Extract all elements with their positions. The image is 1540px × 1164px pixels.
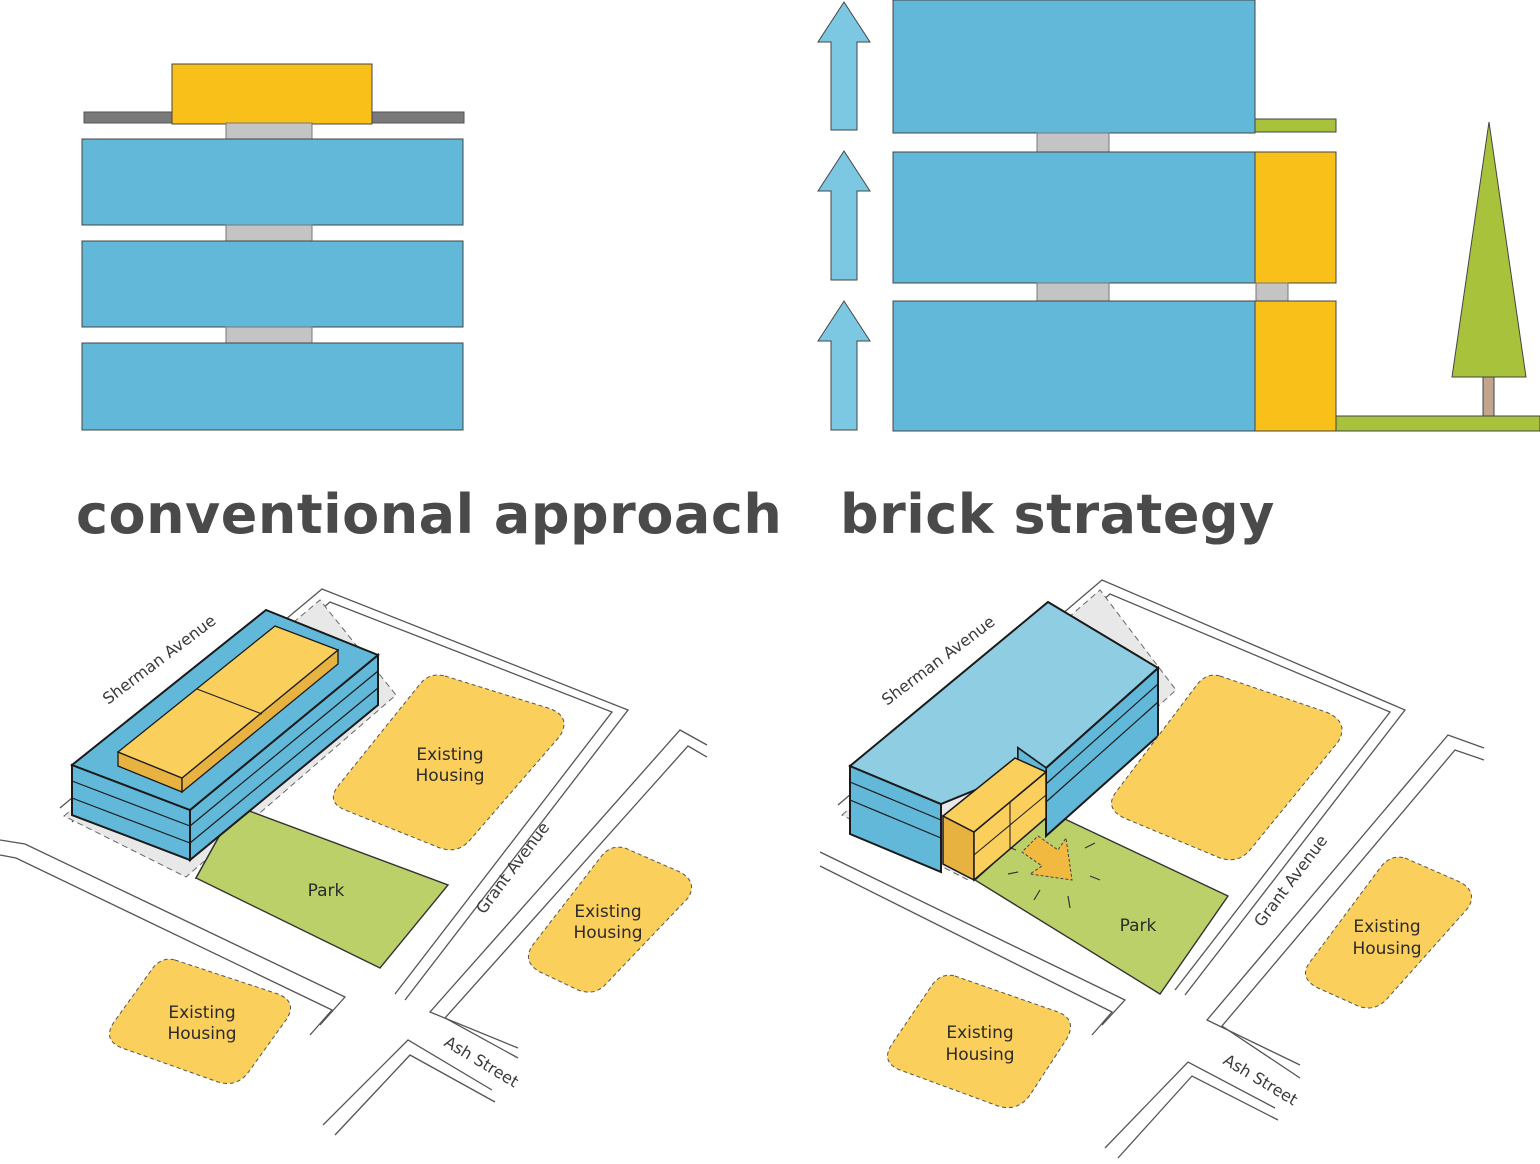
connector (225, 326, 313, 344)
park-label: Park (1120, 916, 1157, 936)
floor-block-top (892, 0, 1256, 134)
existing-housing (1111, 674, 1343, 861)
existing-housing (527, 846, 693, 993)
connector (225, 122, 313, 140)
up-arrow-icon (817, 300, 871, 431)
existing-housing (332, 674, 565, 851)
brick-addition-bottom (1254, 300, 1337, 432)
brick-addition-middle (1254, 151, 1337, 284)
tree-icon (1451, 121, 1527, 378)
conventional-elevation (81, 63, 465, 431)
housing-label: Housing (945, 1045, 1014, 1065)
street-label-ash: Ash Street (441, 1032, 522, 1091)
tree-trunk (1482, 375, 1495, 417)
existing-housing (109, 958, 291, 1084)
floor-block-middle (892, 151, 1256, 284)
connector (225, 224, 313, 242)
housing-label: Existing (946, 1023, 1013, 1043)
connector (1036, 132, 1110, 153)
park-label: Park (308, 881, 345, 901)
floor-block-top (81, 138, 464, 226)
rooftop-addition (116, 625, 340, 779)
connector (1255, 282, 1289, 302)
rooftop-addition (171, 63, 373, 125)
floor-block-bottom (892, 300, 1256, 432)
heading-brick-strategy: brick strategy (840, 483, 1275, 546)
brick-addition (941, 757, 1048, 833)
housing-label: Existing (574, 902, 641, 922)
up-arrow-icon (817, 150, 871, 281)
housing-label: Existing (416, 745, 483, 765)
up-arrow-icon (817, 1, 871, 131)
green-terrace (1254, 118, 1337, 133)
park-area (195, 805, 450, 969)
conventional-site-plan: Park Existing Housing Existing Housing E… (0, 588, 708, 1136)
housing-label: Housing (573, 923, 642, 943)
housing-label: Existing (1353, 917, 1420, 937)
brick-elevation (817, 0, 1540, 432)
street-label-grant: Grant Avenue (472, 818, 553, 917)
floor-block-middle (81, 240, 464, 328)
street-label-grant: Grant Avenue (1250, 831, 1331, 930)
existing-housing (887, 974, 1071, 1109)
existing-housing (1305, 856, 1473, 1009)
housing-label: Housing (1352, 939, 1421, 959)
ground-strip (1335, 415, 1540, 432)
arrow-into-park-icon (1021, 835, 1073, 881)
connector (1036, 282, 1110, 302)
housing-label: Existing (168, 1003, 235, 1023)
floor-block-bottom (81, 342, 464, 431)
housing-label: Housing (415, 766, 484, 786)
brick-site-plan: Park Existing Housing (819, 579, 1485, 1159)
housing-label: Housing (167, 1024, 236, 1044)
heading-conventional-approach: conventional approach (76, 483, 783, 546)
